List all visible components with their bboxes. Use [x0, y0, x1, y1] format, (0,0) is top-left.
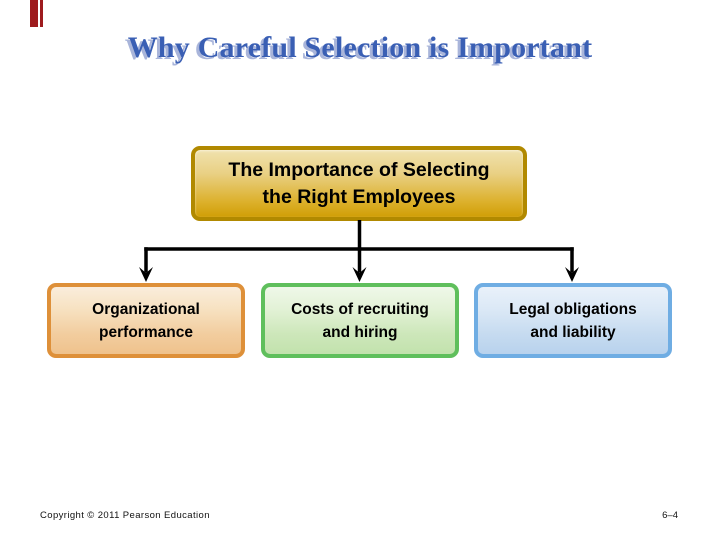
box-label-legal-obligations: Legal obligations and liability [509, 300, 637, 341]
arrowhead-down-icon [139, 267, 153, 282]
connector-lines [139, 220, 579, 282]
box-label-organizational-performance: Organizational performance [92, 300, 200, 341]
red-accent-ribbon [30, 0, 43, 27]
diagram-box-costs-of-recruiting: Costs of recruiting and hiring [261, 283, 459, 358]
diagram-root-box: The Importance of Selecting the Right Em… [191, 146, 527, 221]
diagram-box-organizational-performance: Organizational performance [47, 283, 245, 358]
arrowhead-down-icon [565, 267, 579, 282]
arrowheads [139, 267, 579, 282]
diagram-box-legal-obligations: Legal obligations and liability [474, 283, 672, 358]
slide-title: Why Careful Selection is Important [127, 31, 593, 64]
root-box-label: The Importance of Selecting the Right Em… [228, 158, 490, 208]
connector-paths [144, 220, 574, 273]
footer-copyright: Copyright © 2011 Pearson Education [40, 510, 210, 521]
footer-page-number: 6–4 [662, 510, 678, 521]
arrowhead-down-icon [352, 267, 367, 282]
box-label-costs-of-recruiting: Costs of recruiting and hiring [291, 300, 429, 341]
